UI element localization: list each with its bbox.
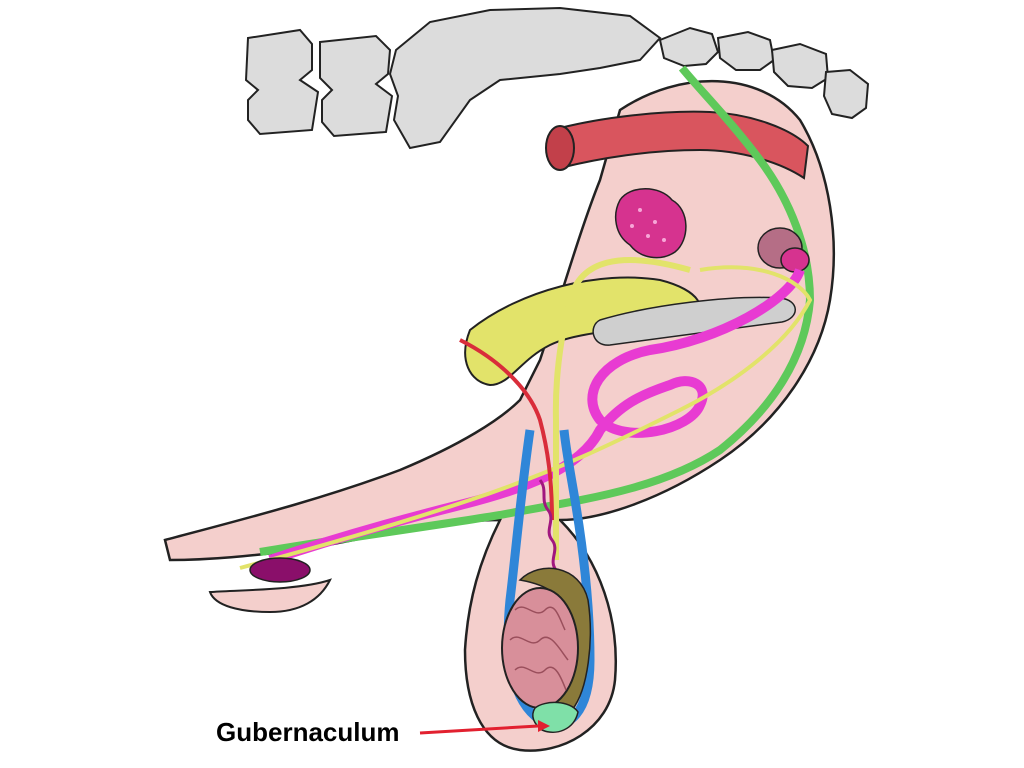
- caudal-vertebra-3: [770, 42, 830, 90]
- lumbar-vertebra-1: [244, 28, 320, 136]
- ductus-deferens: [552, 257, 691, 560]
- accessory-gland: [614, 188, 687, 259]
- caudal-vertebra-1: [658, 26, 720, 68]
- arrow-head: [538, 720, 550, 732]
- lumbar-vertebra-2: [319, 34, 394, 138]
- ureter: [239, 265, 813, 570]
- retractor-penis-muscle: [259, 65, 815, 556]
- bulbourethral-gland: [780, 247, 810, 273]
- testis: [501, 587, 579, 709]
- caudal-vertebra-2: [716, 30, 776, 71]
- vertebral-column: [244, 6, 870, 150]
- testicular-artery: [459, 338, 554, 521]
- seminiferous-tubules: [509, 606, 569, 691]
- body-tissue: [163, 79, 835, 752]
- pampiniform-plexus: [538, 479, 558, 571]
- caudal-vertebra-4: [822, 68, 870, 120]
- rectum: [592, 296, 796, 346]
- gubernaculum-arrow: [419, 724, 539, 735]
- gubernaculum-label: Gubernaculum: [216, 717, 399, 747]
- prepuce: [208, 578, 332, 614]
- aorta: [545, 110, 810, 180]
- sacrum: [388, 6, 662, 150]
- glans-penis: [249, 557, 311, 583]
